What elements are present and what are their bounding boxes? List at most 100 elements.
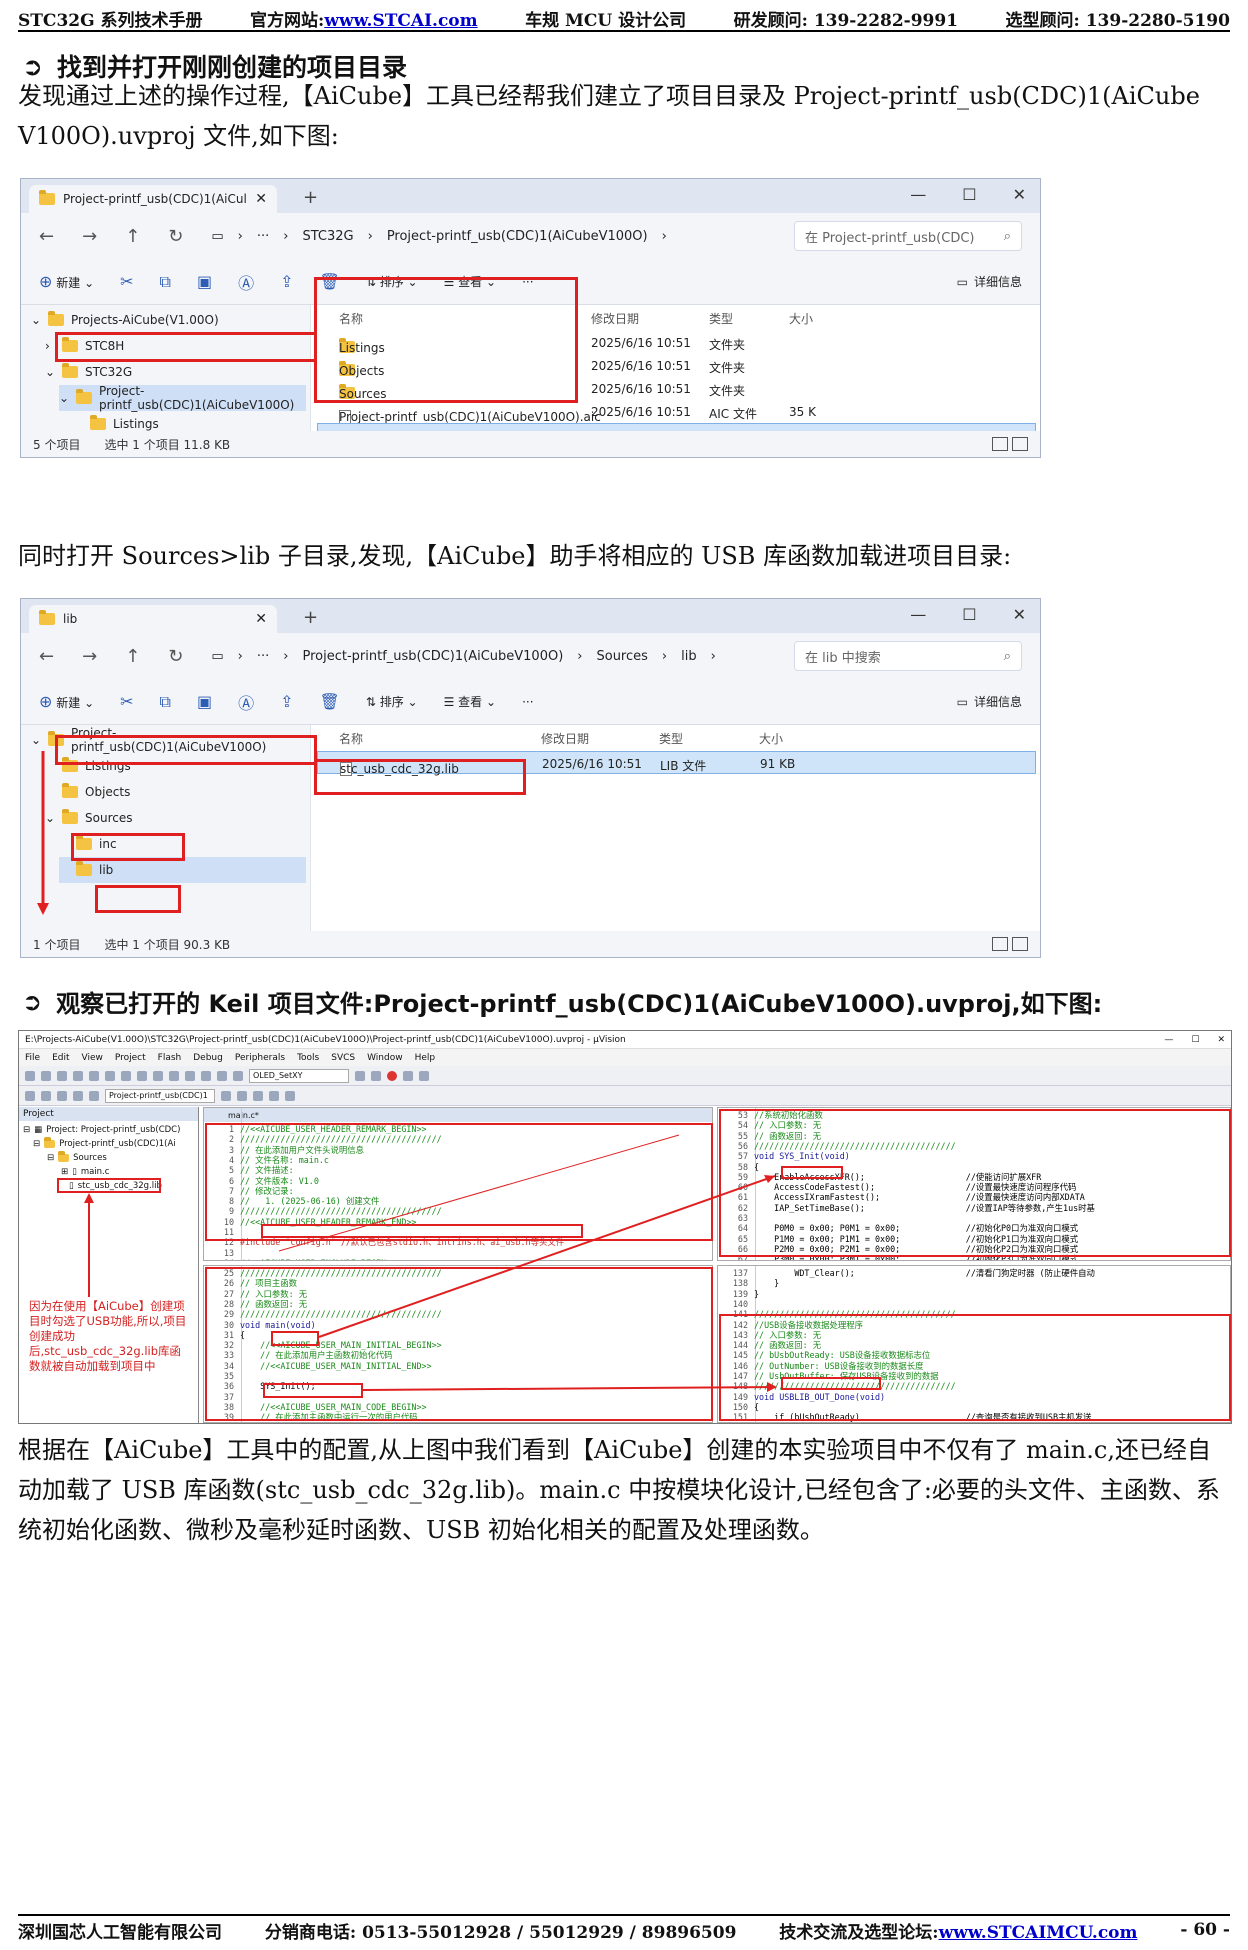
menu-item[interactable]: View bbox=[81, 1052, 103, 1063]
maximize-icon[interactable]: ☐ bbox=[962, 605, 977, 624]
sort-button[interactable]: ⇅ 排序 ⌄ bbox=[365, 695, 418, 709]
find-combo[interactable]: OLED_SetXY bbox=[249, 1068, 349, 1083]
ellipsis-icon[interactable]: ··· bbox=[256, 648, 270, 664]
menu-item[interactable]: Window bbox=[367, 1052, 403, 1063]
minimize-icon[interactable]: — bbox=[910, 185, 927, 204]
crumb[interactable]: Project-printf_usb(CDC)1(AiCubeV100O) bbox=[386, 228, 648, 244]
more-icon[interactable]: ··· bbox=[522, 694, 534, 709]
list-view-icon[interactable] bbox=[992, 937, 1008, 951]
share-icon[interactable]: ⇪ bbox=[280, 272, 294, 291]
file-row[interactable]: Project-printf_usb(CDC)1(AiCubeV100O).ai… bbox=[317, 400, 1036, 424]
maximize-icon[interactable]: ☐ bbox=[962, 185, 977, 204]
tree-group[interactable]: ⊟ Sources bbox=[47, 1151, 107, 1163]
refresh-icon[interactable]: ↻ bbox=[168, 645, 184, 667]
tree-item[interactable]: ⌄STC32G bbox=[45, 359, 306, 385]
forum-link[interactable]: www.STCAIMCU.com bbox=[938, 1922, 1138, 1943]
computer-icon[interactable]: ▭ bbox=[211, 228, 224, 244]
list-view-icon[interactable] bbox=[992, 437, 1008, 451]
forward-icon[interactable]: → bbox=[82, 645, 98, 667]
copy-icon[interactable]: ⧉ bbox=[159, 691, 171, 711]
code-pane-top-left[interactable]: main.c* 1//<<AICUBE_USER_HEADER_REMARK_B… bbox=[203, 1107, 713, 1261]
tree-item[interactable]: ›STC8H bbox=[45, 333, 306, 359]
maximize-icon[interactable]: ☐ bbox=[1191, 1034, 1200, 1045]
expand-chevron-icon[interactable]: ⌄ bbox=[31, 313, 42, 327]
minimize-icon[interactable]: — bbox=[910, 605, 927, 624]
expand-chevron-icon[interactable]: › bbox=[45, 339, 50, 353]
editor-tab[interactable]: main.c* bbox=[204, 1108, 712, 1122]
comment-icon[interactable] bbox=[233, 1070, 243, 1081]
menu-item[interactable]: Debug bbox=[193, 1052, 223, 1063]
close-window-icon[interactable]: ✕ bbox=[1012, 605, 1026, 624]
tree-item[interactable]: Listings bbox=[45, 753, 306, 779]
download-icon[interactable] bbox=[73, 1090, 83, 1101]
tree-project[interactable]: ⊟ ▦Project: Project-printf_usb(CDC) bbox=[23, 1125, 181, 1135]
view-button[interactable]: ☰ 查看 ⌄ bbox=[443, 695, 497, 709]
undo-icon[interactable] bbox=[137, 1070, 147, 1081]
forward-icon[interactable]: → bbox=[82, 225, 98, 247]
expand-chevron-icon[interactable]: ⌄ bbox=[45, 365, 56, 379]
rename-icon[interactable]: Ⓐ bbox=[238, 693, 255, 713]
details-button[interactable]: ▭ 详细信息 bbox=[956, 694, 1022, 710]
tree-item[interactable]: ⌄Sources bbox=[45, 805, 306, 831]
build-icon[interactable] bbox=[41, 1090, 51, 1101]
open-icon[interactable] bbox=[41, 1070, 51, 1081]
tile-view-icon[interactable] bbox=[1012, 937, 1028, 951]
redo-icon[interactable] bbox=[153, 1070, 163, 1081]
diamond-icon[interactable] bbox=[285, 1090, 295, 1101]
new-file-icon[interactable] bbox=[25, 1070, 35, 1081]
back-icon[interactable]: ← bbox=[39, 225, 55, 247]
breakpoint-icon[interactable] bbox=[387, 1070, 397, 1081]
search-input[interactable]: 在 lib 中搜索⌕ bbox=[794, 641, 1022, 671]
menu-item[interactable]: File bbox=[25, 1052, 41, 1063]
cut-icon[interactable]: ✂ bbox=[120, 272, 134, 291]
menu-item[interactable]: Flash bbox=[157, 1052, 182, 1063]
crumb[interactable]: Sources bbox=[596, 648, 648, 664]
nav-fwd-icon[interactable] bbox=[185, 1070, 195, 1081]
cut-icon[interactable]: ✂ bbox=[120, 692, 134, 711]
crumb[interactable]: Project-printf_usb(CDC)1(AiCubeV100O) bbox=[302, 648, 564, 664]
computer-icon[interactable]: ▭ bbox=[211, 648, 224, 664]
save-icon[interactable] bbox=[57, 1070, 67, 1081]
new-button[interactable]: ⊕ 新建 ⌄ bbox=[39, 692, 95, 711]
close-tab-icon[interactable]: ✕ bbox=[255, 191, 267, 207]
tree-item[interactable]: Listings bbox=[73, 411, 306, 437]
translate-icon[interactable] bbox=[25, 1090, 35, 1101]
tree-item[interactable]: lib bbox=[59, 857, 306, 883]
menu-item[interactable]: Help bbox=[414, 1052, 436, 1063]
cut-icon[interactable] bbox=[89, 1070, 99, 1081]
tree-item[interactable]: inc bbox=[59, 831, 306, 857]
config-icon[interactable] bbox=[403, 1070, 413, 1081]
target-select[interactable]: Project-printf_usb(CDC)1 bbox=[105, 1088, 215, 1103]
tree-target[interactable]: ⊟ Project-printf_usb(CDC)1(Ai bbox=[33, 1137, 176, 1149]
tree-file-main[interactable]: ⊞ ▯main.c bbox=[61, 1167, 110, 1177]
rename-icon[interactable]: Ⓐ bbox=[238, 273, 255, 293]
pack-icon[interactable] bbox=[253, 1090, 263, 1101]
ellipsis-icon[interactable]: ··· bbox=[256, 228, 270, 244]
menu-item[interactable]: Project bbox=[114, 1052, 146, 1063]
tree-file-lib[interactable]: ▯stc_usb_cdc_32g.lib bbox=[69, 1181, 162, 1191]
new-tab-icon[interactable]: + bbox=[303, 187, 319, 208]
explorer-tab[interactable]: Project-printf_usb(CDC)1(AiCul ✕ bbox=[29, 185, 277, 213]
new-tab-icon[interactable]: + bbox=[303, 607, 319, 628]
minimize-icon[interactable]: — bbox=[1164, 1034, 1174, 1045]
search-input[interactable]: 在 Project-printf_usb(CDC)⌕ bbox=[794, 221, 1022, 251]
up-icon[interactable]: ↑ bbox=[125, 645, 141, 667]
delete-icon[interactable]: 🗑 bbox=[319, 692, 340, 711]
code-pane-bottom-left[interactable]: 25//////////////////////////////////////… bbox=[203, 1265, 713, 1423]
menu-item[interactable]: SVCS bbox=[331, 1052, 356, 1063]
save-all-icon[interactable] bbox=[73, 1070, 83, 1081]
rebuild-icon[interactable] bbox=[57, 1090, 67, 1101]
delete-icon[interactable]: 🗑 bbox=[319, 272, 340, 291]
view-button[interactable]: ☰ 查看 ⌄ bbox=[443, 275, 497, 289]
close-tab-icon[interactable]: ✕ bbox=[255, 611, 267, 627]
menu-item[interactable]: Edit bbox=[52, 1052, 70, 1063]
tile-view-icon[interactable] bbox=[1012, 437, 1028, 451]
stop-icon[interactable] bbox=[89, 1090, 99, 1101]
new-button[interactable]: ⊕ 新建 ⌄ bbox=[39, 272, 95, 291]
menu-item[interactable]: Peripherals bbox=[234, 1052, 286, 1063]
